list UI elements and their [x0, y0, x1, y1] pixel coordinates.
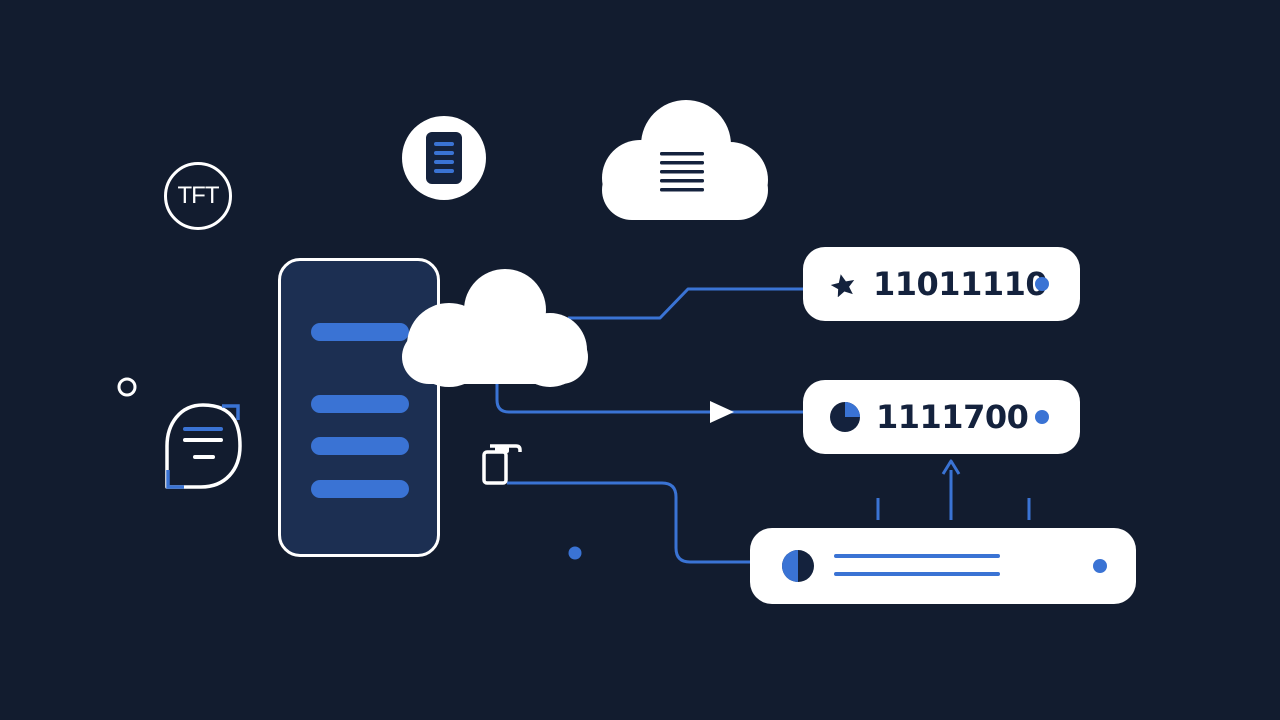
device-line [311, 480, 409, 498]
status-dot [1093, 559, 1107, 573]
document-circle [402, 116, 486, 200]
info-card [750, 528, 1136, 604]
card-value: 1111700 [876, 398, 1029, 436]
text-lines [834, 554, 1000, 576]
tft-badge: TFT [164, 162, 232, 230]
device-line [311, 437, 409, 455]
value-card: 1111700 [803, 380, 1080, 454]
device-line [311, 323, 409, 341]
card-value: 11011110 [873, 265, 1048, 303]
device-line [311, 395, 409, 413]
value-card: 11011110 [803, 247, 1080, 321]
status-dot [1035, 410, 1049, 424]
device-panel [278, 258, 440, 557]
pie-chart-icon [830, 402, 860, 432]
status-dot [1035, 277, 1049, 291]
half-circle-icon [782, 550, 814, 582]
tft-badge-label: TFT [177, 182, 220, 209]
document-icon [426, 132, 462, 184]
star-icon [830, 274, 855, 297]
